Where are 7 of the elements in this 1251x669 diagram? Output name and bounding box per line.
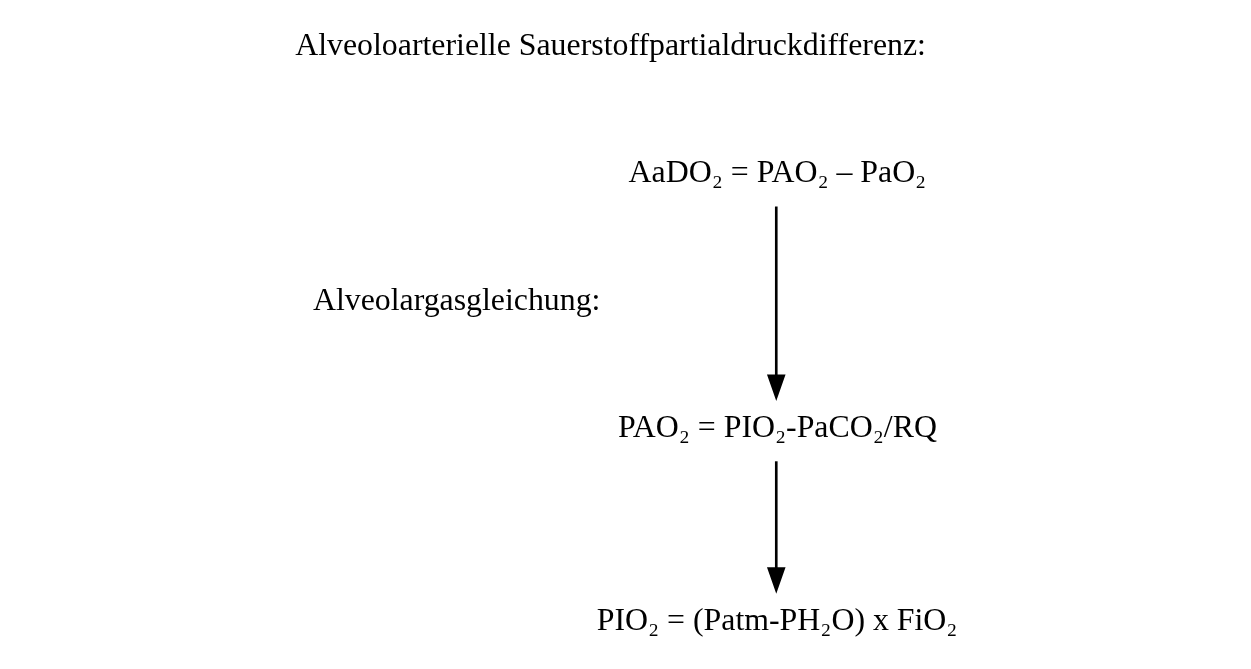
arrow [766,206,786,401]
node-text: PIO₂ = (Patm-PH₂O) x FiO₂ [596,601,958,637]
node-text: AaDO₂ = PAO₂ – PaO₂ [628,154,927,190]
label: Alveolargasgleichung: [312,281,601,317]
node-text: PAO₂ = PIO₂-PaCO₂/RQ [617,408,937,444]
label: Alveoloarterielle Sauerstoffpartialdruckdifferenz: [295,26,926,62]
arrow [766,461,786,594]
